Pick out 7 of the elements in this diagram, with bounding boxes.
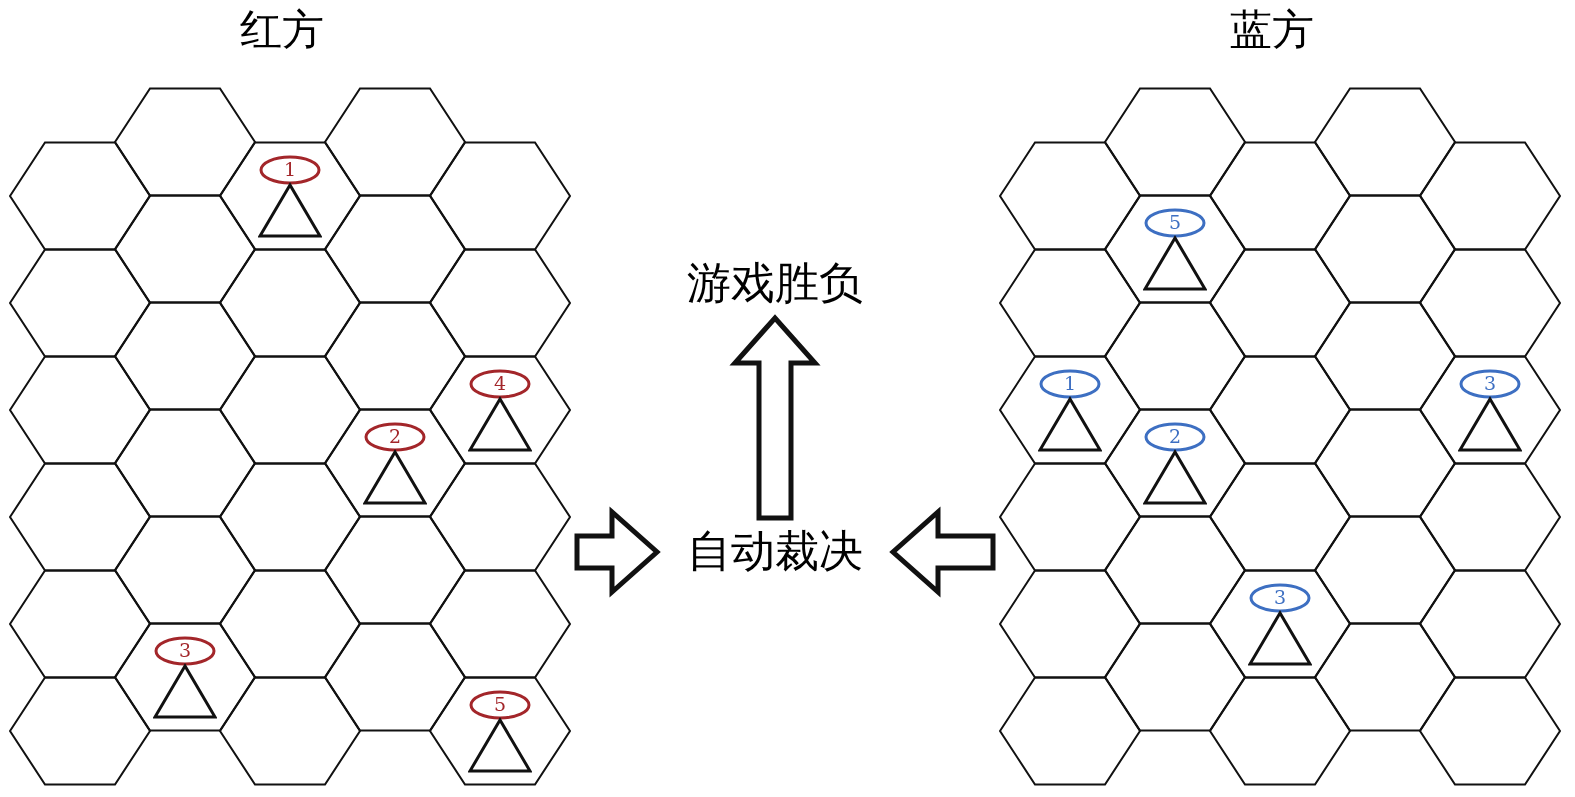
stage-label: 游戏胜负 bbox=[660, 252, 890, 314]
block-arrow bbox=[729, 314, 821, 521]
block-arrow bbox=[889, 506, 996, 598]
block-arrow bbox=[574, 506, 661, 598]
side-heading: 红方 bbox=[240, 4, 324, 56]
side-heading: 蓝方 bbox=[1230, 4, 1314, 56]
stage-label: 自动裁决 bbox=[660, 520, 890, 582]
